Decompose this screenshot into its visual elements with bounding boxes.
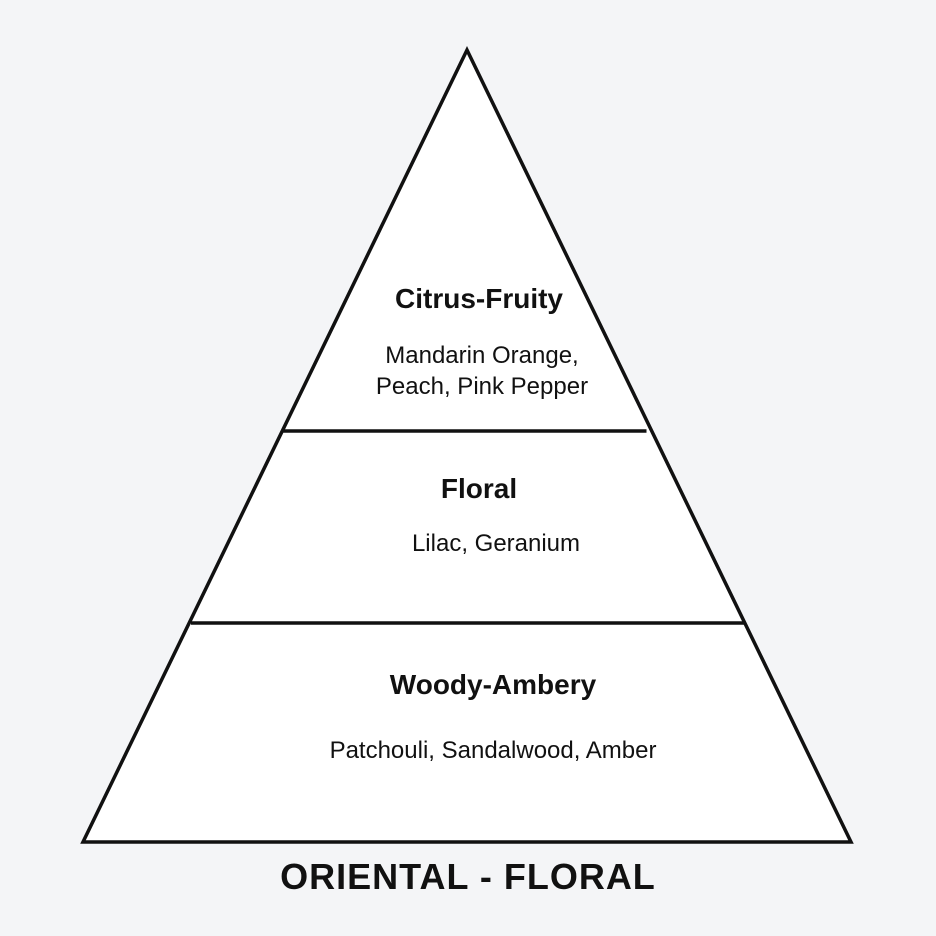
- tier-middle-notes: Lilac, Geranium: [411, 530, 581, 557]
- fragrance-family-title: ORIENTAL - FLORAL: [280, 856, 656, 897]
- tier-top-notes-line1: Mandarin Orange,: [385, 342, 579, 369]
- tier-bottom-notes: Patchouli, Sandalwood, Amber: [329, 737, 657, 764]
- tier-top-title: Citrus-Fruity: [395, 283, 563, 314]
- tier-bottom-title: Woody-Ambery: [389, 669, 597, 700]
- pyramid-outline: [80, 45, 854, 844]
- tier-top-notes-line2: Peach, Pink Pepper: [375, 373, 589, 400]
- tier-middle-title: Floral: [440, 473, 518, 504]
